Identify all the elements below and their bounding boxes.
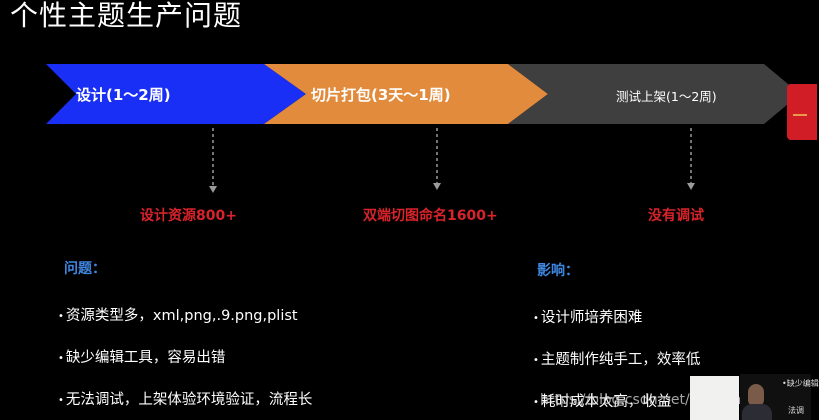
presenter-caption: •缺少编辑	[782, 379, 819, 388]
problems-heading: 问题：	[64, 261, 106, 277]
result-testing: 没有调试	[648, 208, 704, 224]
connector-2	[433, 128, 441, 190]
impact-item: •主题制作纯手工，效率低	[533, 352, 701, 368]
step-testing-label: 测试上架(1～2周)	[616, 89, 717, 104]
presenter-avatar	[748, 384, 764, 406]
impact-item: •设计师培养困难	[533, 310, 643, 326]
presenter-caption-2: 法调	[788, 406, 804, 415]
step-design-arrow	[46, 64, 306, 124]
step-slicing-label: 切片打包(3天～1周)	[311, 86, 451, 104]
result-slicing: 双端切图命名1600+	[363, 208, 498, 224]
impacts-heading: 影响：	[537, 263, 579, 279]
impact-item: •耗时成本太高，收益	[533, 394, 672, 410]
problem-item: •资源类型多，xml,png,.9.png,plist	[58, 308, 298, 324]
step-slicing-arrow	[264, 64, 548, 124]
step-testing-arrow	[508, 64, 800, 124]
result-design: 设计资源800+	[140, 208, 237, 224]
video-thumbnail[interactable]	[690, 376, 739, 420]
step-design-label: 设计(1～2周)	[76, 86, 171, 104]
connector-1	[209, 128, 217, 193]
red-card-decoration	[787, 84, 817, 140]
problem-item: •无法调试，上架体验环境验证，流程长	[58, 392, 313, 408]
connector-3	[687, 128, 695, 190]
presenter-video[interactable]: •缺少编辑 法调	[740, 374, 819, 420]
problem-item: •缺少编辑工具，容易出错	[58, 350, 226, 366]
slide-title: 个性主题生产问题	[10, 0, 243, 32]
